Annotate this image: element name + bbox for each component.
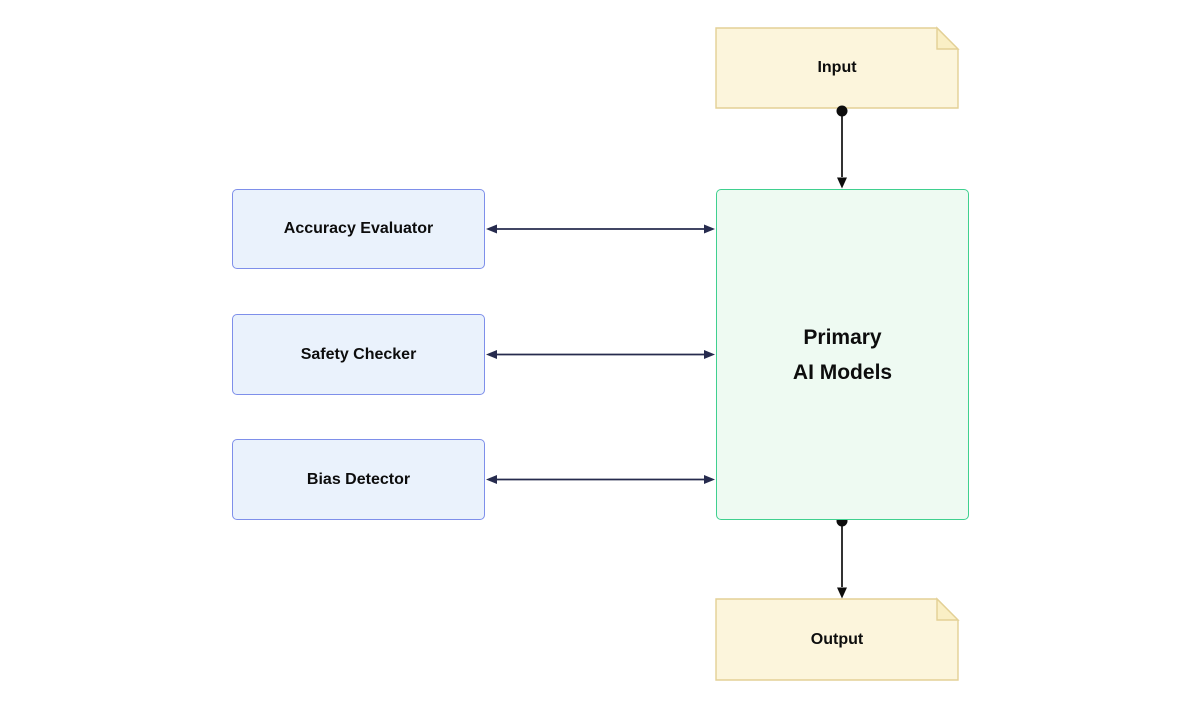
node-accuracy-evaluator: Accuracy Evaluator [232,189,485,269]
edge-primary-to-output [836,515,848,599]
note-body [715,598,959,681]
arrowhead-left-icon [486,224,497,234]
node-input-label: Input [817,59,857,76]
node-primary-ai-models: Primary AI Models [716,189,969,520]
output-note-shape [715,597,960,681]
arrowhead-left-icon [486,350,497,359]
node-safety-checker-label: Safety Checker [300,345,417,363]
primary-label-line-1: Primary [803,325,882,349]
edge-safety-primary [486,350,715,359]
edge-accuracy-primary [486,224,715,234]
node-bias-detector-label: Bias Detector [306,470,411,488]
primary-label-line-2: AI Models [792,360,893,384]
node-output-label: Output [810,630,864,648]
node-bias-detector: Bias Detector [232,439,485,520]
edge-bias-primary [486,475,715,484]
input-note-shape [715,26,960,109]
node-output: Output [716,599,958,680]
arrowhead-left-icon [486,475,497,484]
folded-corner-icon [936,597,960,621]
arrowhead-right-icon [704,350,715,359]
arrowhead-down-icon [837,177,847,189]
node-accuracy-evaluator-label: Accuracy Evaluator [283,220,434,237]
node-primary-ai-models-label: Primary AI Models [793,320,892,390]
arrowhead-right-icon [704,475,715,484]
arrowhead-down-icon [837,587,847,599]
node-safety-checker: Safety Checker [232,314,485,395]
folded-corner-icon [936,26,960,50]
note-body [715,27,959,109]
node-input: Input [716,28,958,108]
edge-input-to-primary [836,105,848,189]
arrowhead-right-icon [704,224,715,234]
